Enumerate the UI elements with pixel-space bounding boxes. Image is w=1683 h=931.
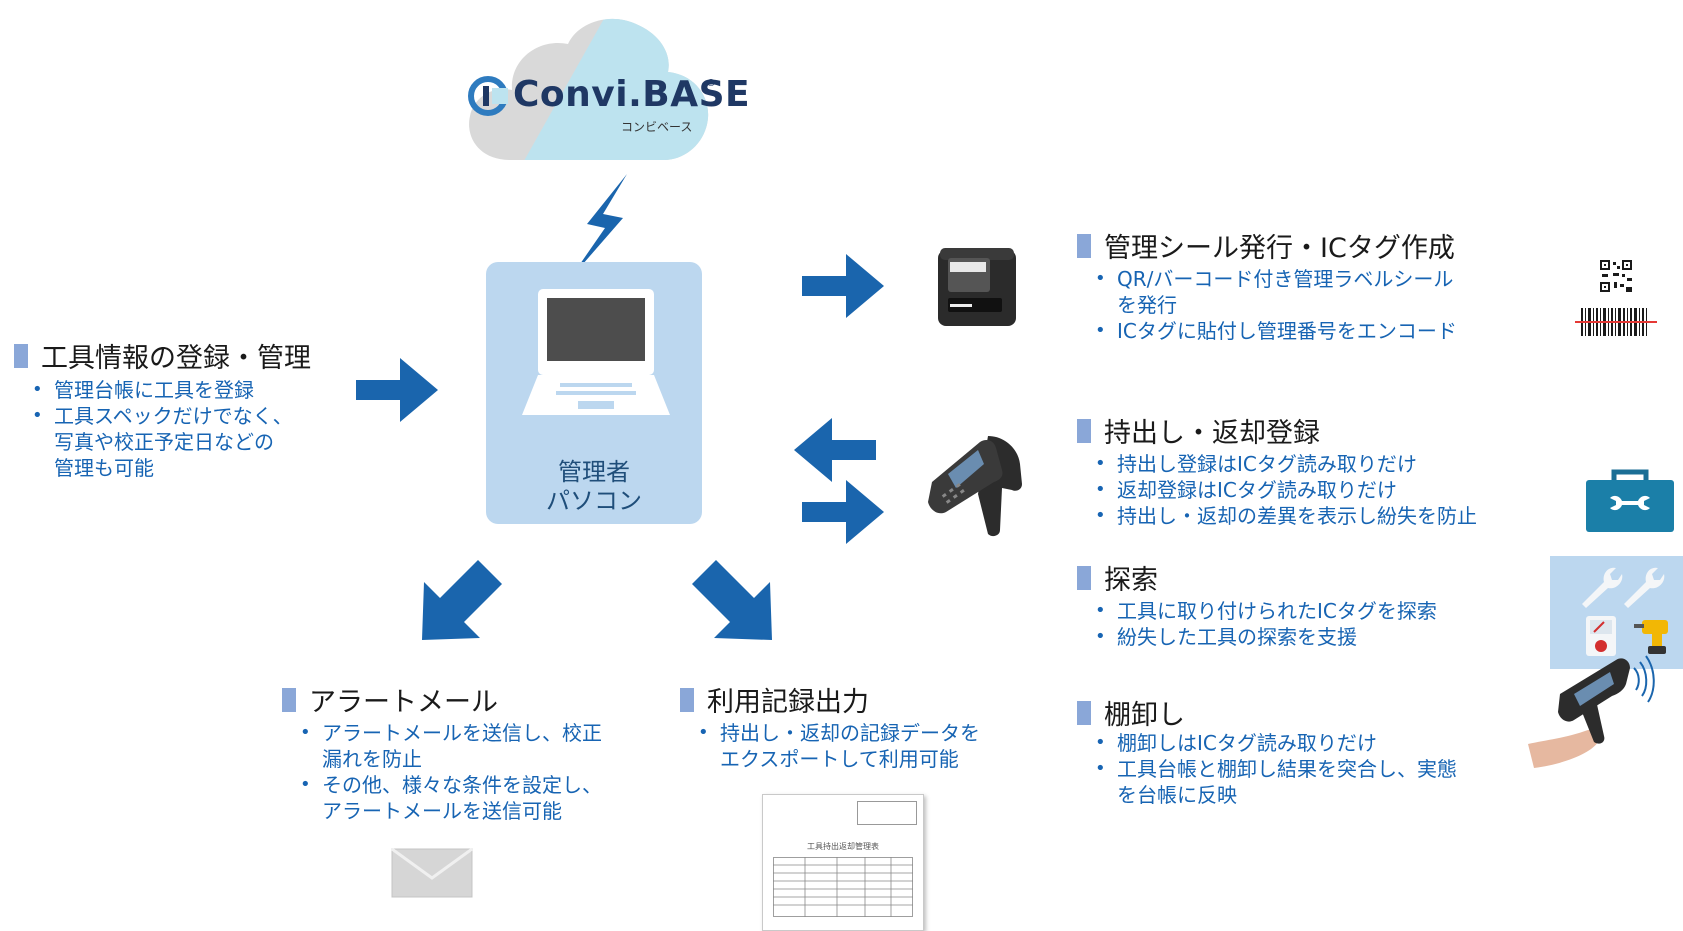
report-title: 工具持出返却管理表 — [807, 842, 879, 851]
section-title-text: 利用記録出力 — [707, 687, 869, 718]
checkout-return-list: 持出し登録はICタグ読み取りだけ 返却登録はICタグ読み取りだけ 持出し・返却の… — [1093, 451, 1477, 529]
list-item: 工具に取り付けられたICタグを探索 — [1093, 598, 1437, 624]
list-item: アラートメールを送信可能 — [322, 799, 562, 823]
label-printer-icon — [938, 248, 1016, 326]
section-title-text: アラートメール — [309, 687, 498, 718]
list-item: 管理も可能 — [54, 456, 154, 480]
section-title-text: 棚卸し — [1104, 700, 1185, 731]
list-item: QR/バーコード付き管理ラベルシール — [1093, 266, 1457, 292]
section-search: 探索 — [1077, 558, 1158, 597]
wrench-icon — [1582, 567, 1623, 608]
list-item: 持出し登録はICタグ読み取りだけ — [1093, 451, 1477, 477]
drill-icon — [1634, 620, 1668, 654]
list-item: を台帳に反映 — [1117, 783, 1237, 807]
logo-registered-mark: ® — [706, 78, 716, 89]
usage-output-list: 持出し・返却の記録データを エクスポートして利用可能 — [696, 720, 980, 772]
toolbox-icon — [1586, 469, 1674, 532]
inventory-list: 棚卸しはICタグ読み取りだけ 工具台帳と棚卸し結果を突合し、実態 を台帳に反映 — [1093, 730, 1457, 808]
section-inventory: 棚卸し — [1077, 693, 1185, 732]
pc-label-line1: 管理者 — [558, 458, 630, 486]
meter-icon — [1586, 616, 1616, 656]
report-document: 工具持出返却管理表 — [762, 794, 924, 931]
section-tool-registration: 工具情報の登録・管理 — [14, 336, 311, 375]
arrow-right-icon — [802, 480, 884, 544]
report-table-icon — [773, 857, 913, 917]
title-marker — [1077, 418, 1091, 443]
tool-registration-list: 管理台帳に工具を登録 工具スペックだけでなく、 写真や校正予定日などの 管理も可… — [30, 377, 293, 481]
section-usage-output: 利用記録出力 — [680, 680, 869, 719]
arrow-right-icon — [356, 358, 438, 422]
barcode-icon — [1575, 308, 1657, 336]
section-title-text: 工具情報の登録・管理 — [41, 343, 311, 374]
arrow-left-icon — [794, 418, 876, 482]
list-item: 工具台帳と棚卸し結果を突合し、実態 — [1093, 756, 1457, 782]
search-list: 工具に取り付けられたICタグを探索 紛失した工具の探索を支援 — [1093, 598, 1437, 650]
hand-reader-icon — [1528, 655, 1655, 768]
arrow-down-left-icon — [422, 560, 502, 640]
list-item: 返却登録はICタグ読み取りだけ — [1093, 477, 1477, 503]
title-marker — [1077, 700, 1091, 725]
cloud-icon — [469, 18, 709, 160]
list-item: 工具スペックだけでなく、 — [30, 403, 293, 429]
section-checkout-return: 持出し・返却登録 — [1077, 411, 1320, 450]
report-header-box — [857, 801, 917, 825]
list-item: 棚卸しはICタグ読み取りだけ — [1093, 730, 1457, 756]
section-title-text: 管理シール発行・ICタグ作成 — [1104, 233, 1455, 264]
list-item: エクスポートして利用可能 — [720, 747, 959, 771]
list-item: 持出し・返却の記録データを — [696, 720, 980, 746]
section-title-text: 探索 — [1104, 565, 1158, 596]
convibase-logo-icon — [468, 76, 508, 116]
qr-code-icon — [1600, 260, 1632, 292]
list-item: 写真や校正予定日などの — [54, 430, 274, 454]
logo-name: Convi.BASE — [513, 74, 751, 115]
list-item: を発行 — [1117, 293, 1177, 317]
title-marker — [1077, 565, 1091, 590]
pc-label-line2: パソコン — [546, 487, 642, 515]
envelope-icon — [391, 848, 473, 898]
list-item: ICタグに貼付し管理番号をエンコード — [1093, 318, 1457, 344]
title-marker — [14, 343, 28, 368]
title-marker — [1077, 233, 1091, 258]
logo-kana: コンビベース — [621, 120, 693, 134]
alert-mail-list: アラートメールを送信し、校正 漏れを防止 その他、様々な条件を設定し、 アラート… — [298, 720, 602, 824]
list-item: 管理台帳に工具を登録 — [30, 377, 293, 403]
list-item: 紛失した工具の探索を支援 — [1093, 624, 1437, 650]
arrow-right-icon — [802, 254, 884, 318]
arrow-down-right-icon — [692, 560, 772, 640]
label-issue-list: QR/バーコード付き管理ラベルシール を発行 ICタグに貼付し管理番号をエンコー… — [1093, 266, 1457, 344]
list-item: アラートメールを送信し、校正 — [298, 720, 602, 746]
wrench-icon — [1624, 567, 1665, 608]
list-item: その他、様々な条件を設定し、 — [298, 772, 602, 798]
list-item: 漏れを防止 — [322, 747, 422, 771]
section-title-text: 持出し・返却登録 — [1104, 418, 1320, 449]
section-label-issue: 管理シール発行・ICタグ作成 — [1077, 226, 1455, 265]
laptop-icon — [522, 289, 670, 415]
section-alert-mail: アラートメール — [282, 680, 498, 719]
rfid-reader-icon — [928, 436, 1022, 537]
list-item: 持出し・返却の差異を表示し紛失を防止 — [1093, 503, 1477, 529]
title-marker — [680, 687, 694, 712]
title-marker — [282, 687, 296, 712]
